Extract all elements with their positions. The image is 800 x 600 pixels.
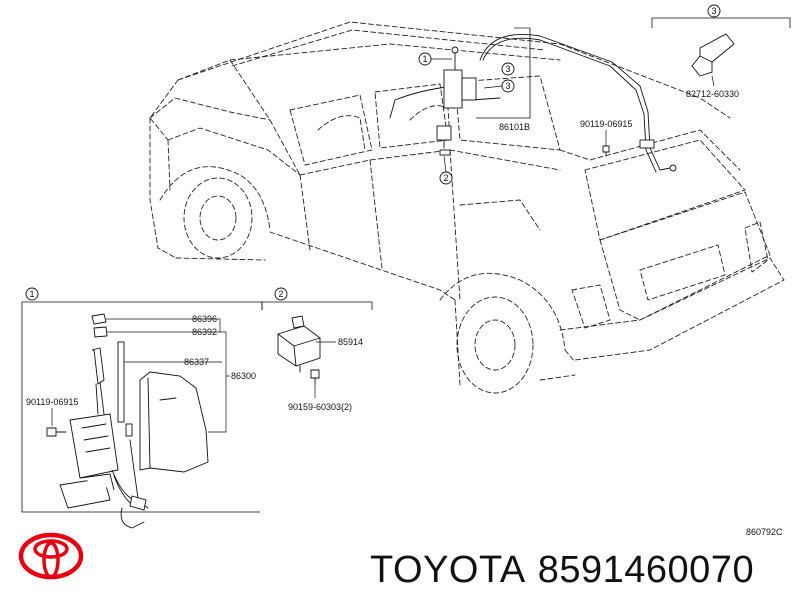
toyota-emblem-icon [18,532,84,580]
svg-text:86392: 86392 [192,327,217,337]
svg-text:1: 1 [29,289,34,299]
svg-text:90119-06915: 90119-06915 [580,119,632,129]
callout-2-top: 2 [439,155,453,185]
svg-text:3: 3 [505,64,510,74]
label-90119-left: 90119-06915 [26,397,78,437]
svg-text:1: 1 [422,54,427,64]
svg-text:86337: 86337 [184,357,209,367]
svg-text:90119-06915: 90119-06915 [26,397,78,407]
label-90119-top: 90119-06915 [580,119,632,157]
svg-text:85914: 85914 [338,337,363,347]
detail-box-2: 2 85914 90159-60303(2) [261,287,373,412]
svg-text:86300: 86300 [231,371,256,381]
brand-caption: TOYOTA 8591460070 [370,544,796,596]
diagram-code: 860792C [746,527,783,537]
callout-3-mid: 3 3 [483,62,515,93]
svg-text:3: 3 [505,81,510,91]
antenna-cord [389,33,677,173]
svg-text:3: 3 [711,6,716,16]
svg-text:86396: 86396 [192,314,217,324]
callout-3-right: 3 82712-60330 [651,4,791,99]
antenna-assembly-installed [436,46,477,156]
callout-1-top: 1 [418,52,452,66]
part-number: 8591460070 [537,549,755,591]
svg-text:2: 2 [278,289,283,299]
brand-name: TOYOTA [370,549,526,591]
svg-text:82712-60330: 82712-60330 [686,89,739,99]
vehicle-outline [149,21,785,394]
svg-text:86101B: 86101B [499,122,530,132]
svg-text:2: 2 [443,173,448,183]
svg-text:90159-60303(2): 90159-60303(2) [288,402,352,412]
detail-box-1: 1 86396 86392 86337 86300 [21,287,263,529]
label-86101b: 86101B [476,27,531,132]
